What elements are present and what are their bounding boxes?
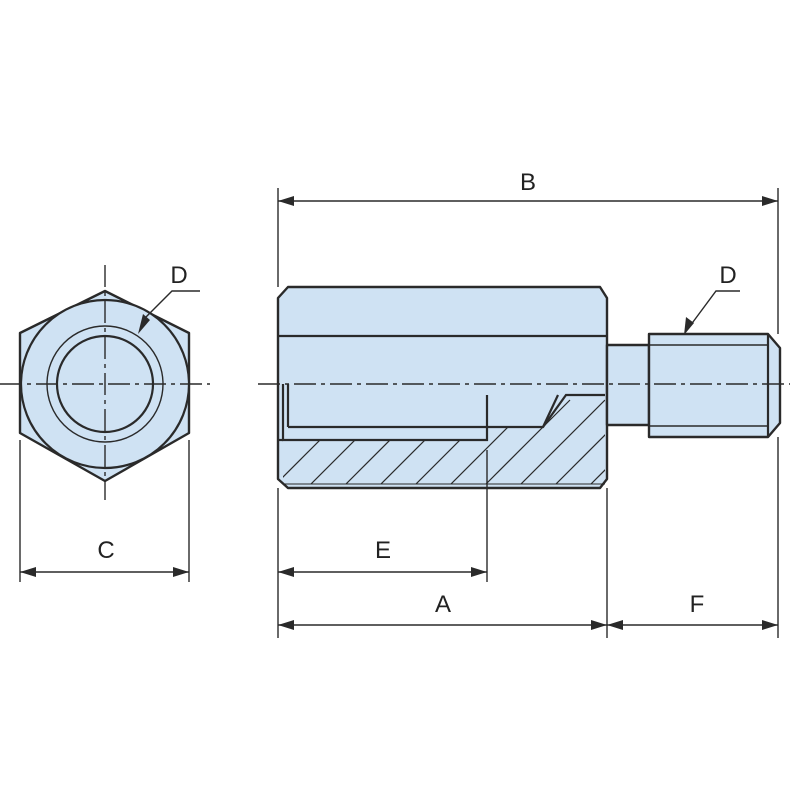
a-arrow-left bbox=[278, 620, 294, 630]
side-view bbox=[258, 285, 790, 490]
e-arrow-right bbox=[471, 567, 487, 577]
stud-d-arrowhead bbox=[684, 317, 694, 335]
b-arrow-right bbox=[762, 196, 778, 206]
dimension-a bbox=[278, 488, 608, 638]
dimension-f bbox=[607, 437, 779, 638]
end-view-d-arrowhead bbox=[138, 314, 150, 334]
end-view bbox=[0, 265, 210, 500]
e-arrow-left bbox=[278, 567, 294, 577]
drill-point-edge bbox=[542, 394, 559, 428]
label-f: F bbox=[690, 591, 705, 618]
label-a: A bbox=[435, 591, 451, 618]
label-d-end: D bbox=[170, 262, 187, 289]
b-arrow-left bbox=[278, 196, 294, 206]
label-d-side: D bbox=[719, 262, 736, 289]
dimension-b bbox=[277, 188, 779, 334]
c-arrow-right bbox=[173, 567, 189, 577]
label-c: C bbox=[97, 537, 114, 564]
f-arrow-left bbox=[607, 620, 623, 630]
label-e: E bbox=[375, 537, 391, 564]
shoulder-neck bbox=[605, 343, 651, 427]
dimension-c bbox=[19, 440, 190, 582]
threaded-stud bbox=[647, 332, 782, 439]
stud-d-leader bbox=[689, 290, 740, 327]
dimension-e bbox=[277, 450, 488, 638]
label-b: B bbox=[520, 169, 536, 196]
f-arrow-right bbox=[762, 620, 778, 630]
a-arrow-right bbox=[591, 620, 607, 630]
c-arrow-left bbox=[20, 567, 36, 577]
end-view-d-leader bbox=[144, 290, 200, 319]
hex-body bbox=[276, 285, 609, 490]
